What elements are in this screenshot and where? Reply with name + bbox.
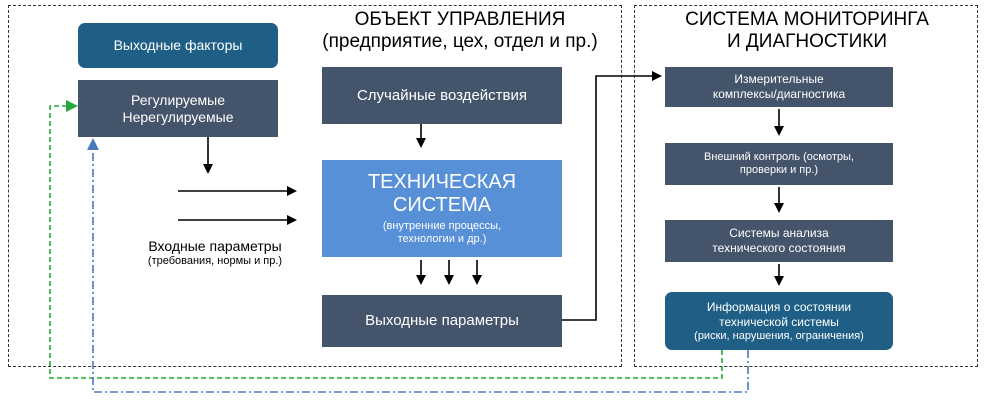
tech-system-note-line1: (внутренние процессы, bbox=[382, 220, 502, 232]
tech-system-note-line2: технологии и др.) bbox=[397, 233, 487, 245]
monitoring-section-title: СИСТЕМА МОНИТОРИНГА И ДИАГНОСТИКИ bbox=[640, 9, 974, 53]
regulated-box: Регулируемые Нерегулируемые bbox=[78, 80, 278, 137]
monitoring-title-line1: СИСТЕМА МОНИТОРИНГА bbox=[685, 9, 929, 30]
input-params-note: (требования, нормы и пр.) bbox=[147, 255, 283, 267]
external-control-line2: проверки и пр.) bbox=[739, 164, 819, 176]
info-line2: технической системы bbox=[719, 314, 839, 329]
info-line1: Информация о состоянии bbox=[706, 299, 852, 314]
info-box: Информация о состоянии технической систе… bbox=[665, 292, 893, 350]
input-params-label: Входные параметры (требования, нормы и п… bbox=[120, 238, 310, 268]
feedback-green-loop bbox=[49, 100, 723, 379]
input-params-title: Входные параметры bbox=[148, 238, 282, 254]
external-control-box: Внешний контроль (осмотры, проверки и пр… bbox=[665, 143, 893, 185]
arrow-output-to-measuring bbox=[562, 71, 662, 321]
feedback-blue-loop bbox=[87, 138, 749, 393]
monitoring-title-line2: И ДИАГНОСТИКИ bbox=[727, 31, 887, 52]
tech-system-title-line2: СИСТЕМА bbox=[392, 194, 492, 216]
measuring-box: Измерительные комплексы/диагностика bbox=[665, 67, 893, 107]
object-title-text: ОБЪЕКТ УПРАВЛЕНИЯ bbox=[354, 9, 566, 30]
external-control-line1: Внешний контроль (осмотры, bbox=[704, 151, 854, 163]
unregulated-label: Нерегулируемые bbox=[122, 108, 234, 125]
info-line3: (риски, нарушения, ограничения) bbox=[694, 329, 864, 342]
regulated-label: Регулируемые bbox=[130, 91, 226, 108]
analysis-box: Системы анализа технического состояния bbox=[665, 220, 893, 262]
output-factors-box: Выходные факторы bbox=[78, 23, 278, 68]
object-section-frame bbox=[8, 5, 622, 367]
measuring-line2: комплексы/диагностика bbox=[712, 87, 846, 101]
random-impacts-label: Случайные воздействия bbox=[356, 86, 528, 104]
output-factors-label: Выходные факторы bbox=[113, 37, 243, 53]
object-subtitle-text: (предприятие, цех, отдел и пр.) bbox=[322, 31, 598, 52]
analysis-line2: технического состояния bbox=[712, 241, 846, 255]
measuring-line1: Измерительные bbox=[734, 72, 824, 86]
output-params-label: Выходные параметры bbox=[365, 312, 519, 329]
tech-system-title-line1: ТЕХНИЧЕСКАЯ bbox=[367, 171, 517, 193]
output-params-box: Выходные параметры bbox=[322, 295, 562, 347]
tech-system-box: ТЕХНИЧЕСКАЯ СИСТЕМА (внутренние процессы… bbox=[322, 160, 562, 257]
object-section-title: ОБЪЕКТ УПРАВЛЕНИЯ (предприятие, цех, отд… bbox=[300, 9, 620, 53]
monitoring-section-frame bbox=[634, 5, 978, 367]
random-impacts-box: Случайные воздействия bbox=[322, 67, 562, 124]
analysis-line1: Системы анализа bbox=[729, 226, 829, 240]
